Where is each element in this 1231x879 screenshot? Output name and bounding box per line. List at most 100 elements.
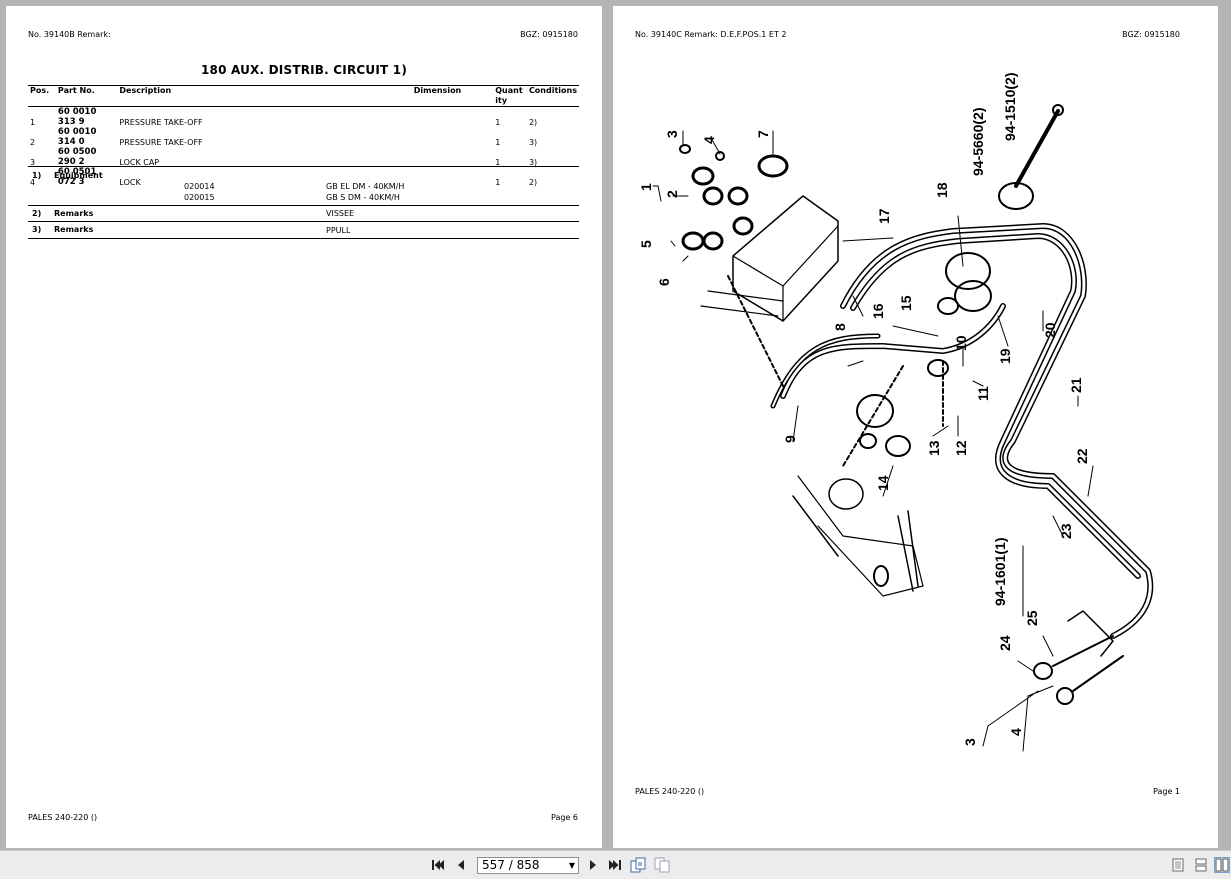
left-header-bgz: BGZ: 0915180 <box>520 30 578 39</box>
extract-pages-icon <box>630 857 646 873</box>
viewer-toolbar: 557 / 858 ▼ <box>0 850 1231 879</box>
callout-17: 17 <box>876 208 892 224</box>
footnote-2-title: Remarks <box>54 209 94 218</box>
page-indicator-text: 557 / 858 <box>482 858 540 872</box>
callout-94-1601: 94-1601(1) <box>992 538 1008 607</box>
row-conditions: 3) <box>528 138 538 147</box>
row-conditions: 2) <box>528 118 538 127</box>
continuous-view-icon <box>1195 858 1207 872</box>
callout-94-5660: 94-5660(2) <box>970 108 986 177</box>
first-page-icon <box>432 860 444 870</box>
row-description: PRESSURE TAKE-OFF <box>119 138 203 147</box>
two-page-view-icon <box>1215 858 1229 872</box>
equipment-text: GB EL DM - 40KM/H <box>326 182 405 191</box>
col-part-no: Part No. <box>55 85 118 107</box>
callout-19: 19 <box>997 348 1013 364</box>
previous-page-icon <box>458 860 464 870</box>
right-footer-model: PALES 240-220 () <box>635 787 705 796</box>
right-header-doc-number: No. 39140C Remark: D.E.F.POS.1 ET 2 <box>635 30 787 39</box>
two-page-view-button[interactable] <box>1214 857 1230 873</box>
left-header-doc-number: No. 39140B Remark: <box>28 30 111 39</box>
row-dimension <box>412 107 494 128</box>
right-page: No. 39140C Remark: D.E.F.POS.1 ET 2 BGZ:… <box>613 6 1218 848</box>
callout-1: 1 <box>638 183 654 191</box>
last-page-button[interactable] <box>607 857 623 873</box>
callout-3-lower: 3 <box>962 738 978 746</box>
callout-8: 8 <box>832 323 848 331</box>
row-part-no: 60 0010 313 9 <box>57 107 97 127</box>
callout-12: 12 <box>953 440 969 456</box>
row-description: LOCK CAP <box>119 158 160 167</box>
row-pos: 4 <box>30 178 36 187</box>
right-footer-page: Page 1 <box>1153 787 1180 796</box>
divider <box>28 205 579 206</box>
divider <box>28 166 579 167</box>
row-description: LOCK <box>119 178 141 187</box>
page-number-select[interactable]: 557 / 858 ▼ <box>477 857 579 874</box>
equipment-code: 020014 <box>184 182 215 191</box>
callout-25: 25 <box>1024 610 1040 626</box>
divider <box>28 238 579 239</box>
row-quantity: 1 <box>495 178 501 187</box>
col-quantity: Quantity <box>493 85 527 107</box>
next-page-button[interactable] <box>585 857 601 873</box>
callout-10: 10 <box>953 335 969 351</box>
section-title: 180 AUX. DISTRIB. CIRCUIT 1) <box>200 63 408 77</box>
footnote-1-label: 1) <box>32 171 42 180</box>
row-dimension <box>412 167 494 187</box>
exploded-diagram: 1 2 3 4 5 6 7 8 9 10 11 12 13 14 15 16 1… <box>638 73 1154 752</box>
row-conditions: 3) <box>528 158 538 167</box>
left-page: No. 39140B Remark: BGZ: 0915180 180 AUX.… <box>6 6 602 848</box>
equipment-code: 020015 <box>184 193 215 202</box>
callout-16: 16 <box>870 303 886 319</box>
callout-14: 14 <box>875 475 891 491</box>
col-conditions: Conditions <box>526 85 579 107</box>
callout-5: 5 <box>638 240 654 248</box>
single-page-view-button[interactable] <box>1170 857 1186 873</box>
col-pos: Pos. <box>28 85 56 107</box>
last-page-icon <box>609 860 621 870</box>
continuous-view-button[interactable] <box>1193 857 1209 873</box>
insert-pages-button[interactable] <box>654 857 670 873</box>
right-header-bgz: BGZ: 0915180 <box>1122 30 1180 39</box>
row-quantity: 1 <box>495 158 501 167</box>
callout-21: 21 <box>1068 377 1084 393</box>
col-description: Description <box>117 85 412 107</box>
previous-page-button[interactable] <box>453 857 469 873</box>
callout-24: 24 <box>997 635 1013 651</box>
row-conditions: 2) <box>528 178 538 187</box>
footnote-2-label: 2) <box>32 209 42 218</box>
footnote-3-title: Remarks <box>54 225 94 234</box>
row-part-no: 60 0010 314 0 <box>57 127 97 147</box>
equipment-text: GB S DM - 40KM/H <box>326 193 400 202</box>
footnote-1-title: Equipment <box>54 171 103 180</box>
callout-9: 9 <box>782 435 798 443</box>
left-footer-model: PALES 240-220 () <box>28 813 98 822</box>
footnote-2-text: VISSEE <box>326 209 355 218</box>
row-pos: 2 <box>30 138 36 147</box>
footnote-3-label: 3) <box>32 225 42 234</box>
insert-pages-icon <box>654 857 670 873</box>
callout-15: 15 <box>898 295 914 311</box>
dropdown-arrow-icon: ▼ <box>568 861 575 870</box>
callout-2: 2 <box>664 190 680 198</box>
callout-13: 13 <box>926 440 942 456</box>
row-quantity: 1 <box>495 138 501 147</box>
single-page-view-icon <box>1172 858 1184 872</box>
row-part-no: 60 0500 290 2 <box>57 147 97 167</box>
row-part-no: 60 0501 072 3 <box>57 167 97 187</box>
row-description: PRESSURE TAKE-OFF <box>119 118 203 127</box>
left-footer-page: Page 6 <box>551 813 578 822</box>
parts-table-header: Pos. Part No. Description Dimension Quan… <box>28 85 579 107</box>
extract-pages-button[interactable] <box>630 857 646 873</box>
callout-22: 22 <box>1074 448 1090 464</box>
callout-6: 6 <box>656 278 672 286</box>
parts-table: Pos. Part No. Description Dimension Quan… <box>28 85 579 187</box>
row-pos: 1 <box>30 118 36 127</box>
table-row: 2 60 0010 314 0 PRESSURE TAKE-OFF 1 3) <box>28 127 579 147</box>
callout-94-1510: 94-1510(2) <box>1002 73 1018 142</box>
row-pos: 3 <box>30 158 36 167</box>
table-row: 4 60 0501 072 3 LOCK 1 2) <box>28 167 579 187</box>
first-page-button[interactable] <box>430 857 446 873</box>
divider <box>28 221 579 222</box>
